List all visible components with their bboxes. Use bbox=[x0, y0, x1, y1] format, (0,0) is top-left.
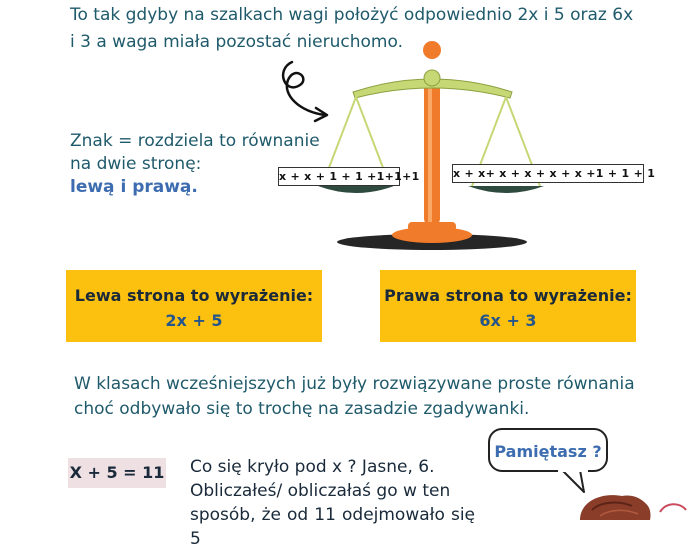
story-line-3: sposób, że od 11 odejmowało się 5 bbox=[190, 505, 475, 549]
paragraph-line-2: choć odbywało się to trochę na zasadzie … bbox=[74, 399, 530, 419]
left-pan-label: x + x + 1 + 1 +1+1+1 bbox=[278, 167, 419, 186]
story-line-2: Obliczałeś/ obliczałaś go w ten bbox=[190, 481, 451, 501]
example-equation: X + 5 = 11 bbox=[68, 458, 166, 488]
sign-line-1: Znak = rozdziela to równanie bbox=[70, 131, 320, 151]
example-story: Co się kryło pod x ? Jasne, 6. Obliczałe… bbox=[190, 455, 475, 551]
left-side-panel: Lewa strona to wyrażenie: 2x + 5 bbox=[66, 270, 322, 342]
intro-line-1: To tak gdyby na szalkach wagi położyć od… bbox=[70, 5, 634, 25]
character-hair-icon bbox=[580, 495, 651, 520]
story-line-1: Co się kryło pod x ? Jasne, 6. bbox=[190, 457, 435, 477]
sign-explanation: Znak = rozdziela to równanie na dwie str… bbox=[70, 130, 340, 199]
left-panel-title: Lewa strona to wyrażenie: bbox=[74, 286, 314, 305]
curly-arrow-icon bbox=[281, 60, 329, 123]
scale-icon bbox=[318, 41, 544, 250]
right-panel-title: Prawa strona to wyrażenie: bbox=[384, 286, 632, 305]
sign-bold-text: lewą i prawą. bbox=[70, 177, 198, 197]
left-panel-expression: 2x + 5 bbox=[165, 311, 223, 330]
sign-line-2: na dwie stronę: bbox=[70, 154, 202, 174]
intro-text: To tak gdyby na szalkach wagi położyć od… bbox=[70, 2, 670, 56]
history-paragraph: W klasach wcześniejszych już były rozwią… bbox=[74, 372, 674, 422]
paragraph-line-1: W klasach wcześniejszych już były rozwią… bbox=[74, 374, 635, 394]
right-pan-label: x + x+ x + x + x + x +1 + 1 + 1 bbox=[452, 164, 655, 183]
scale-illustration bbox=[281, 41, 544, 250]
speech-bubble: Pamiętasz ? bbox=[488, 428, 608, 472]
intro-line-2: i 3 a waga miała pozostać nieruchomo. bbox=[70, 32, 403, 52]
right-side-panel: Prawa strona to wyrażenie: 6x + 3 bbox=[380, 270, 636, 342]
bubble-tail-and-character bbox=[558, 466, 687, 520]
right-panel-expression: 6x + 3 bbox=[479, 311, 537, 330]
